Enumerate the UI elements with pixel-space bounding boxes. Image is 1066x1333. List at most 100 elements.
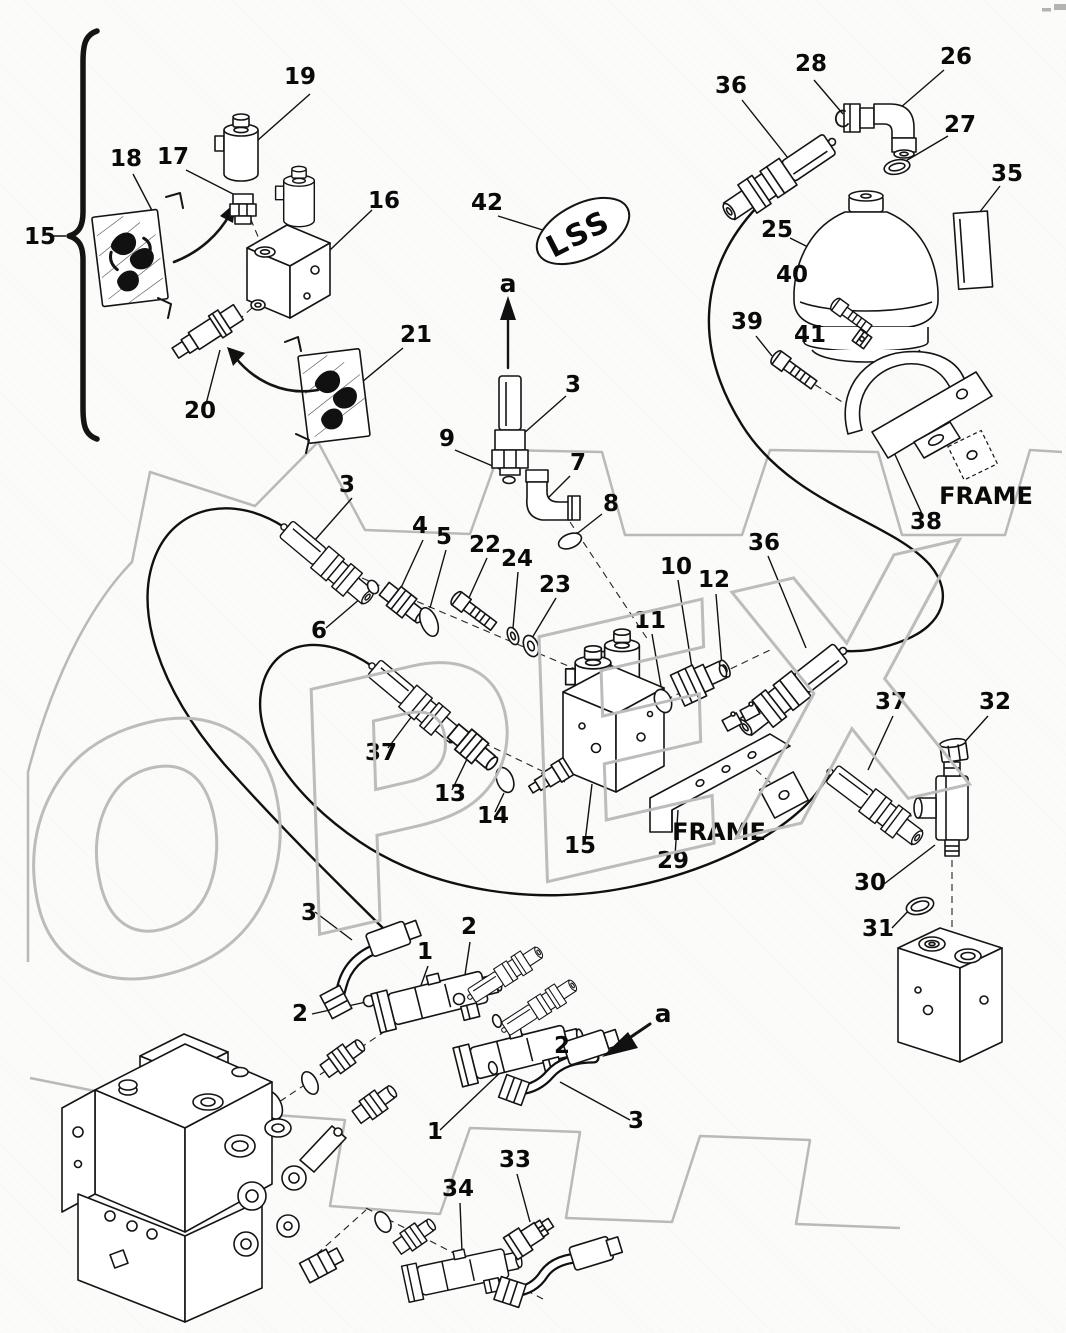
corner-mark xyxy=(1042,4,1066,12)
o-ring-pump-upper xyxy=(300,1070,320,1096)
callout-29: 29 xyxy=(657,848,689,874)
group-brace-15 xyxy=(66,28,100,442)
clamp-bracket-38 xyxy=(844,350,999,481)
decal-pointing-arrow-20 xyxy=(227,347,320,393)
callout-33: 33 xyxy=(499,1147,531,1173)
o-ring-2-right-lower xyxy=(487,1060,499,1076)
retainer-12 xyxy=(718,664,728,678)
washer-24 xyxy=(506,626,520,646)
o-ring-9 xyxy=(502,475,516,485)
callout-40: 40 xyxy=(776,262,808,288)
callout-2-bottom-left: 2 xyxy=(292,1001,308,1027)
o-ring-8 xyxy=(557,532,583,550)
callout-10: 10 xyxy=(660,554,692,580)
cartridge-17 xyxy=(229,193,257,225)
o-ring-2-mid xyxy=(452,992,466,1006)
decal-35 xyxy=(952,210,994,291)
callout-36-top: 36 xyxy=(715,73,747,99)
washer-23 xyxy=(522,634,540,658)
callout-1-top: 1 xyxy=(417,939,433,965)
o-ring-bottom xyxy=(374,1210,392,1234)
tee-valve-30 xyxy=(913,761,969,857)
callout-27: 27 xyxy=(944,112,976,138)
elbow-hose-3-bottom-left xyxy=(319,919,422,1020)
callout-20: 20 xyxy=(184,398,216,424)
decal-sticker-21 xyxy=(297,347,371,445)
callout-36-right: 36 xyxy=(748,530,780,556)
callout-16: 16 xyxy=(368,188,400,214)
decal-pointing-arrow-17 xyxy=(172,202,236,264)
cap-nut-32 xyxy=(939,737,969,764)
callout-3-bottom-right: 3 xyxy=(628,1108,644,1134)
callout-12: 12 xyxy=(698,567,730,593)
o-ring-11 xyxy=(653,688,673,714)
view-arrow-a-bottom xyxy=(602,1022,652,1057)
pressure-switch-33 xyxy=(502,1217,555,1261)
view-label-a-top: a xyxy=(500,269,517,298)
callout-26: 26 xyxy=(940,44,972,70)
o-ring-2-right-upper xyxy=(491,1013,503,1029)
callout-1-bottom: 1 xyxy=(427,1119,443,1145)
mounting-bracket-29 xyxy=(649,701,810,833)
callout-37-left: 37 xyxy=(365,740,397,766)
callout-19: 19 xyxy=(284,64,316,90)
callout-25: 25 xyxy=(761,217,793,243)
hose-end-3-top xyxy=(491,375,529,476)
callout-2-mid: 2 xyxy=(461,914,477,940)
lss-stamp-oval xyxy=(535,196,631,266)
callout-39: 39 xyxy=(731,309,763,335)
elbow-hose-bottom xyxy=(493,1235,624,1309)
callout-11: 11 xyxy=(634,608,666,634)
callout-8: 8 xyxy=(603,491,619,517)
pump-assembly xyxy=(61,1033,347,1323)
o-ring-27 xyxy=(883,158,911,176)
manifold-block-right xyxy=(897,927,1003,1063)
adapter-fitting-bottom xyxy=(390,1213,441,1258)
decal-corner-marks xyxy=(157,192,310,454)
callout-3-top: 3 xyxy=(565,372,581,398)
seal-washer-5 xyxy=(418,606,440,638)
callout-13: 13 xyxy=(434,781,466,807)
callout-6: 6 xyxy=(311,618,327,644)
callout-9: 9 xyxy=(439,426,455,452)
callout-7: 7 xyxy=(570,450,586,476)
cartridge-valve-20 xyxy=(171,303,245,359)
callout-5: 5 xyxy=(436,524,452,550)
seal-washer-14 xyxy=(495,766,515,794)
callout-22: 22 xyxy=(469,532,501,558)
callout-3-left: 3 xyxy=(339,472,355,498)
callout-24: 24 xyxy=(501,546,533,572)
callout-14: 14 xyxy=(477,803,509,829)
hose-coupler-36-top xyxy=(715,125,846,229)
callout-3-bottom-left: 3 xyxy=(301,900,317,926)
elbow-fitting-7 xyxy=(525,469,581,521)
view-label-a-bottom: a xyxy=(655,999,672,1028)
callout-41: 41 xyxy=(794,322,826,348)
frame-label-top: FRAME xyxy=(939,482,1033,510)
adapter-fitting-pump-upper xyxy=(317,1033,370,1082)
solenoid-valve-19 xyxy=(214,113,259,182)
callout-17: 17 xyxy=(157,144,189,170)
hydraulic-hoses xyxy=(146,205,945,945)
decal-sticker-18 xyxy=(91,208,169,308)
callout-4: 4 xyxy=(412,513,428,539)
callout-15-mid: 15 xyxy=(564,833,596,859)
clip-28 xyxy=(834,109,849,128)
frame-label-mid: FRAME xyxy=(672,818,766,846)
callout-32: 32 xyxy=(979,689,1011,715)
callout-21: 21 xyxy=(400,322,432,348)
callout-37-right: 37 xyxy=(875,689,907,715)
callout-34: 34 xyxy=(442,1176,474,1202)
view-arrow-a-top xyxy=(500,296,516,370)
callout-2-right: 2 xyxy=(554,1033,570,1059)
elbow-adapter-26 xyxy=(843,103,917,159)
adapter-fitting-pump-lower xyxy=(349,1079,402,1128)
valve-block-16 xyxy=(246,165,331,319)
o-ring-31 xyxy=(905,896,935,916)
callout-23: 23 xyxy=(539,572,571,598)
callout-38: 38 xyxy=(910,509,942,535)
callout-15-group: 15 xyxy=(24,224,56,250)
o-ring-6 xyxy=(366,579,380,595)
